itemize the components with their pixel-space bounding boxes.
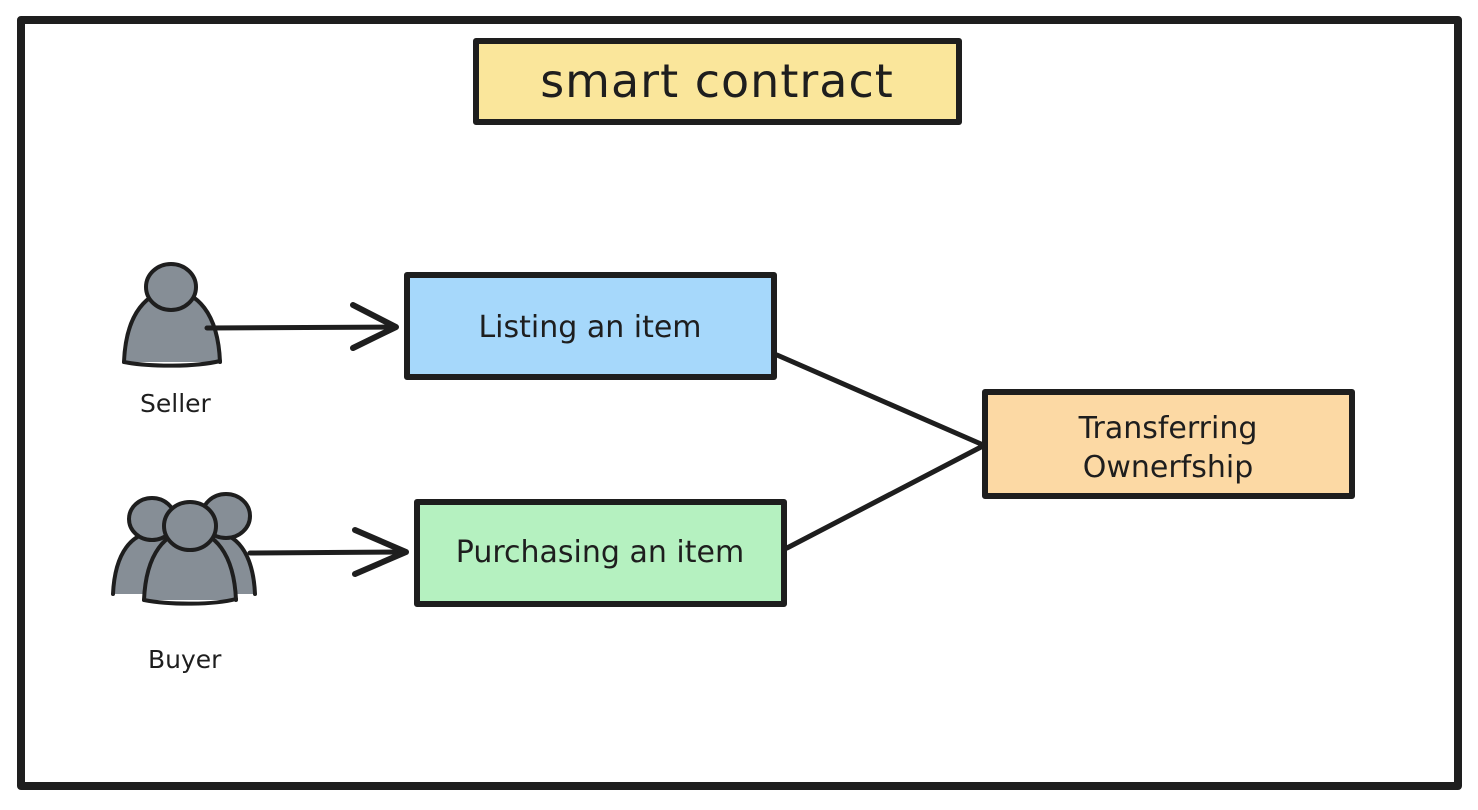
actor-label-buyer: Buyer — [148, 645, 222, 674]
node-purchasing[interactable]: Purchasing an item — [414, 499, 787, 607]
edge-purchasing-to-transfer — [784, 444, 984, 551]
edge-buyer-to-purchasing — [247, 527, 409, 577]
node-title[interactable]: smart contract — [473, 38, 962, 125]
edge-listing-to-transfer — [774, 352, 984, 447]
group-of-people-icon[interactable] — [111, 492, 257, 606]
listing-box-label: Listing an item — [478, 310, 701, 345]
node-listing[interactable]: Listing an item — [404, 272, 777, 380]
purchasing-box-label: Purchasing an item — [456, 535, 744, 570]
title-box-label: smart contract — [540, 54, 894, 108]
transfer-box-shape — [982, 389, 1355, 499]
purchasing-box-shape — [414, 499, 787, 607]
node-transfer[interactable]: Transferring Ownerfship — [982, 389, 1355, 499]
diagram-frame — [17, 16, 1462, 790]
single-person-icon[interactable] — [122, 262, 222, 368]
transfer-box-label-line1: Transferring — [1078, 411, 1258, 446]
listing-box-shape — [404, 272, 777, 380]
title-box-shape — [473, 38, 962, 125]
transfer-box-label-line2: Ownerfship — [1083, 450, 1254, 485]
actor-label-seller: Seller — [140, 389, 212, 418]
edge-seller-to-listing — [204, 302, 399, 351]
